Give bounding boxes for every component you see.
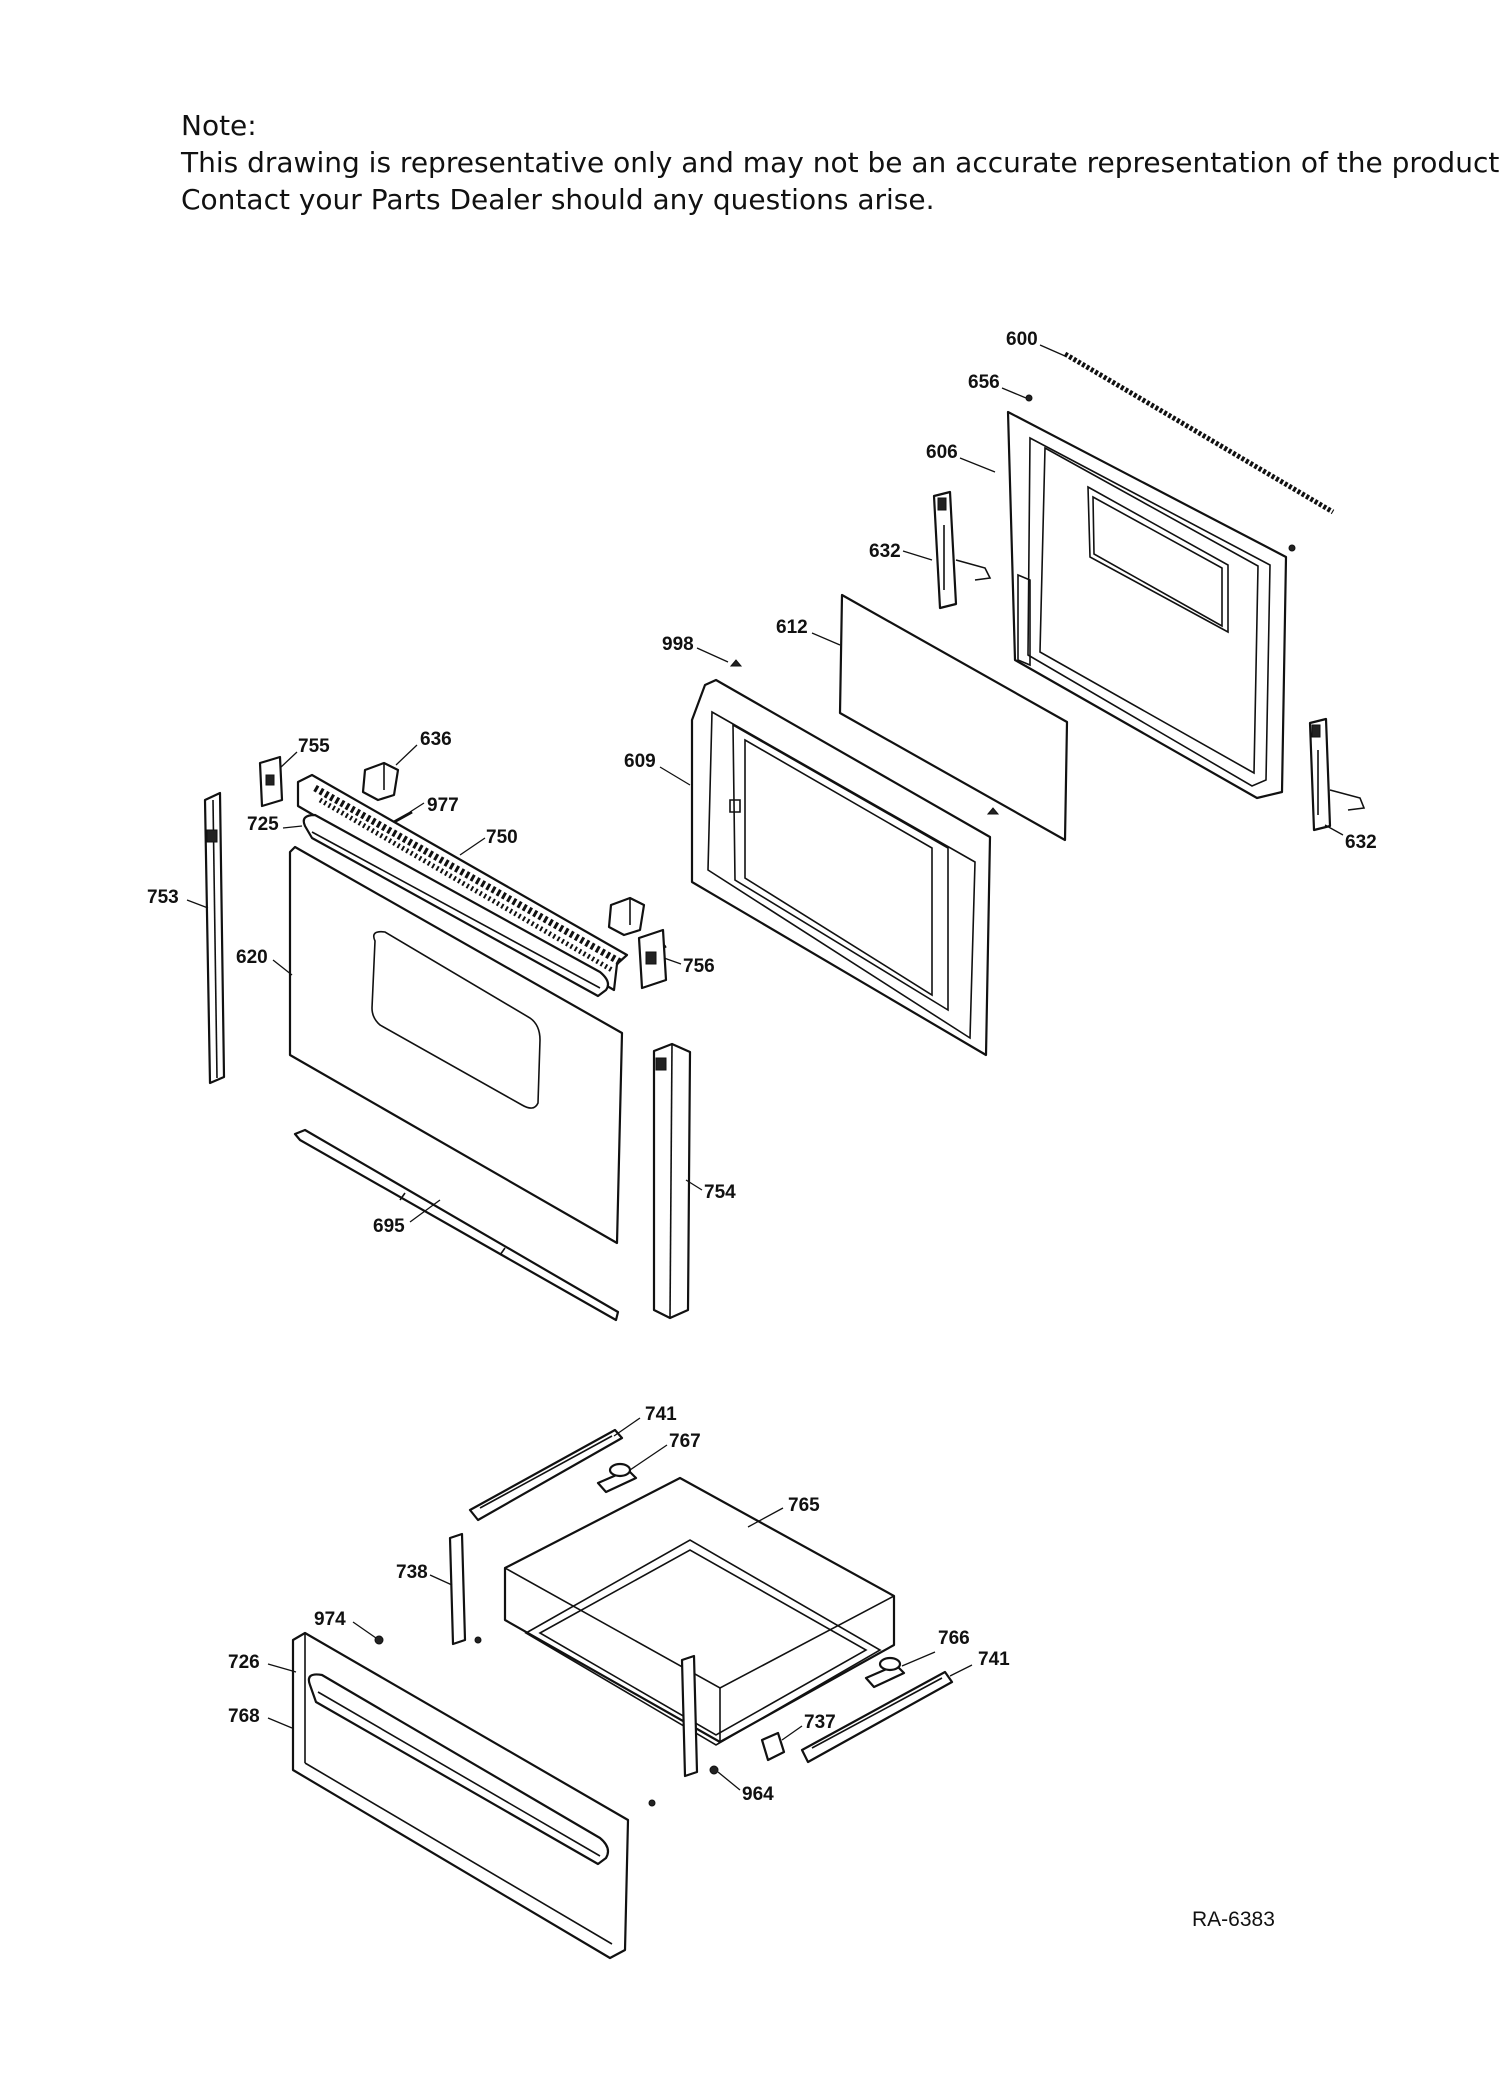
part-753-left-side-trim xyxy=(203,791,226,1085)
part-600-gasket-strip xyxy=(1063,351,1335,515)
callout-738: 738 xyxy=(396,1562,428,1583)
leader-lines xyxy=(186,344,1344,1791)
part-756-end-cap xyxy=(637,928,668,990)
callout-609: 609 xyxy=(624,751,656,772)
part-726-drawer-handle xyxy=(307,1673,610,1866)
callout-766: 766 xyxy=(938,1628,970,1649)
part-620-outer-door-panel xyxy=(288,845,624,1245)
callout-974: 974 xyxy=(314,1609,346,1630)
part-632-hinge-lower xyxy=(1308,717,1366,832)
part-636-bracket-lower xyxy=(607,896,646,937)
callout-977: 977 xyxy=(427,795,459,816)
part-974-screw xyxy=(374,1635,482,1645)
part-766-roller xyxy=(864,1656,906,1689)
part-632-hinge-upper xyxy=(932,490,992,610)
callout-636: 636 xyxy=(420,729,452,750)
callout-632-lower: 632 xyxy=(1345,832,1377,853)
part-606-inner-door-panel xyxy=(1006,410,1288,800)
note-line-1: This drawing is representative only and … xyxy=(181,146,1500,179)
callout-620: 620 xyxy=(236,947,268,968)
callout-741-upper: 741 xyxy=(645,1404,677,1425)
part-964-screw xyxy=(648,1765,719,1807)
callout-632-upper: 632 xyxy=(869,541,901,562)
callout-600: 600 xyxy=(1006,329,1038,350)
part-738-bracket-right xyxy=(680,1654,699,1778)
note-heading: Note: xyxy=(181,109,257,142)
callout-737: 737 xyxy=(804,1712,836,1733)
callout-741-lower: 741 xyxy=(978,1649,1010,1670)
callout-695: 695 xyxy=(373,1216,405,1237)
part-765-drawer-pan xyxy=(503,1476,896,1746)
callout-labels: 600 656 606 632 632 612 998 609 755 636 … xyxy=(147,329,1377,1805)
callout-755: 755 xyxy=(298,736,330,757)
part-754-right-side-trim xyxy=(652,1042,692,1320)
note-line-2: Contact your Parts Dealer should any que… xyxy=(181,183,935,216)
callout-756: 756 xyxy=(683,956,715,977)
callout-656: 656 xyxy=(968,372,1000,393)
callout-765: 765 xyxy=(788,1495,820,1516)
callout-753: 753 xyxy=(147,887,179,908)
part-998-screw xyxy=(729,659,1000,815)
callout-750: 750 xyxy=(486,827,518,848)
part-612-glass-panel xyxy=(838,593,1069,842)
part-656-screw xyxy=(1025,394,1296,552)
part-609-inner-frame xyxy=(690,678,992,1057)
part-738-bracket-left xyxy=(448,1532,467,1646)
part-768-drawer-front xyxy=(291,1631,630,1960)
diagram-id: RA-6383 xyxy=(1192,1908,1275,1931)
part-741-slide-rail-left xyxy=(468,1428,624,1522)
part-755-end-cap xyxy=(258,755,284,808)
part-695-bottom-trim xyxy=(293,1128,620,1322)
callout-964: 964 xyxy=(742,1784,774,1805)
part-741-slide-rail-right xyxy=(800,1670,954,1764)
part-737-clip xyxy=(760,1731,786,1762)
part-767-roller xyxy=(596,1462,638,1494)
callout-726: 726 xyxy=(228,1652,260,1673)
disclaimer-note: Note: This drawing is representative onl… xyxy=(181,107,1500,218)
part-750-vent-trim xyxy=(296,773,629,992)
callout-767: 767 xyxy=(669,1431,701,1452)
callout-612: 612 xyxy=(776,617,808,638)
callout-725: 725 xyxy=(247,814,279,835)
part-725-door-handle xyxy=(302,813,610,998)
callout-754: 754 xyxy=(704,1182,736,1203)
callout-768: 768 xyxy=(228,1706,260,1727)
callout-998: 998 xyxy=(662,634,694,655)
part-636-bracket-upper xyxy=(361,761,400,802)
callout-606: 606 xyxy=(926,442,958,463)
